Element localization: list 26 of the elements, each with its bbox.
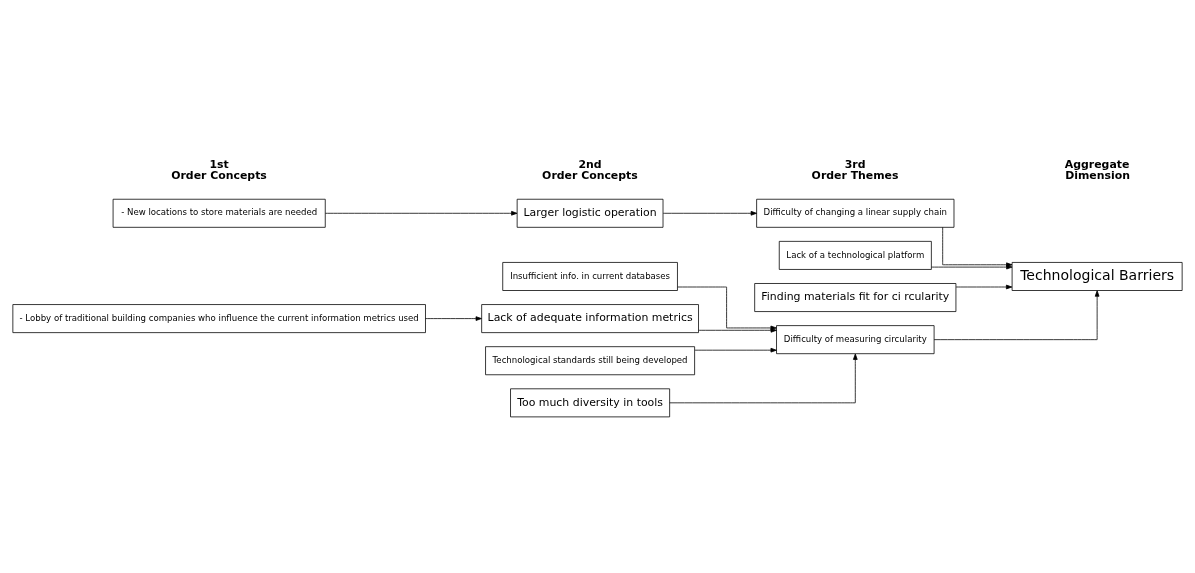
arrow: [933, 289, 1100, 340]
node-box: Technological Barriers: [1011, 261, 1183, 291]
node-box: - New locations to store materials are needed: [112, 198, 326, 228]
arrow: [931, 264, 1013, 269]
arrow: [694, 347, 777, 352]
arrow: [669, 353, 858, 403]
node-box: Insufficient info. in current databases: [502, 261, 678, 291]
arrow: [677, 286, 777, 330]
node-box: - Lobby of traditional building companies who influence the current information metrics used: [12, 303, 426, 333]
arrow: [325, 210, 518, 216]
node-box: Difficulty of changing a linear supply chain: [756, 198, 955, 228]
node-box: Larger logistic operation: [516, 198, 664, 228]
node-box: Too much diversity in tools: [510, 387, 671, 417]
label: 1st Order Concepts: [171, 157, 267, 182]
node-box: Lack of adequate information metrics: [481, 303, 699, 333]
label: 3rd Order Themes: [811, 157, 899, 182]
arrow: [955, 284, 1013, 289]
label: 2nd Order Concepts: [542, 157, 638, 182]
node-box: Technological standards still being developed: [485, 345, 695, 375]
node-box: Lack of a technological platform: [778, 240, 932, 270]
arrow: [425, 315, 482, 321]
arrow: [698, 327, 777, 333]
node-box: Difficulty of measuring circularity: [776, 324, 935, 354]
label: Aggregate Dimension: [1064, 157, 1130, 182]
arrow: [662, 210, 757, 216]
node-box: Finding materials fit for ci rcularity: [754, 282, 957, 312]
